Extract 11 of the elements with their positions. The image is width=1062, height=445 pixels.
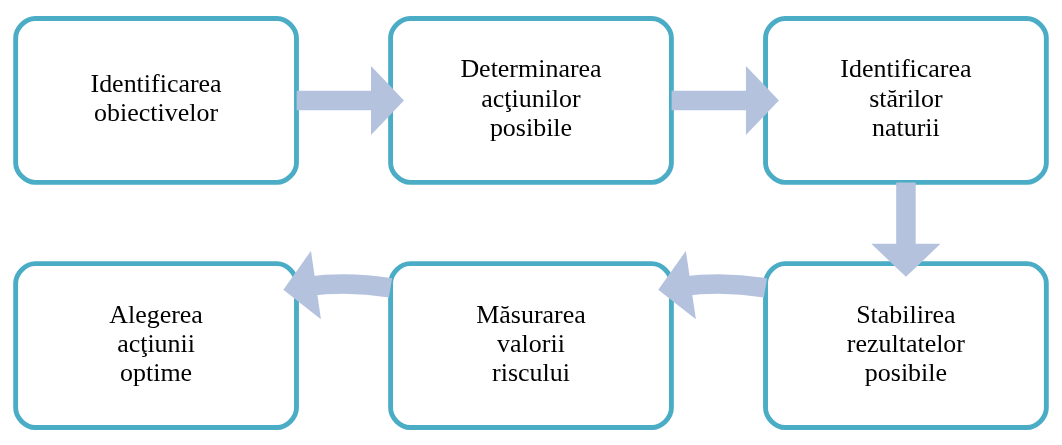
arrow bbox=[283, 250, 392, 319]
arrow bbox=[671, 65, 779, 135]
arrow bbox=[296, 65, 404, 135]
arrow bbox=[658, 250, 767, 319]
node-box: Identificarea obiectivelor bbox=[13, 15, 299, 185]
node-box: Identificarea stărilor naturii bbox=[763, 15, 1049, 185]
node-box: Determinarea acţiunilor posibile bbox=[388, 15, 674, 185]
arrow bbox=[871, 182, 941, 277]
node-box: Alegerea acţiunii optime bbox=[13, 260, 299, 430]
node-box: Măsurarea valorii riscului bbox=[388, 260, 674, 430]
node-box: Stabilirea rezultatelor posibile bbox=[763, 260, 1049, 430]
